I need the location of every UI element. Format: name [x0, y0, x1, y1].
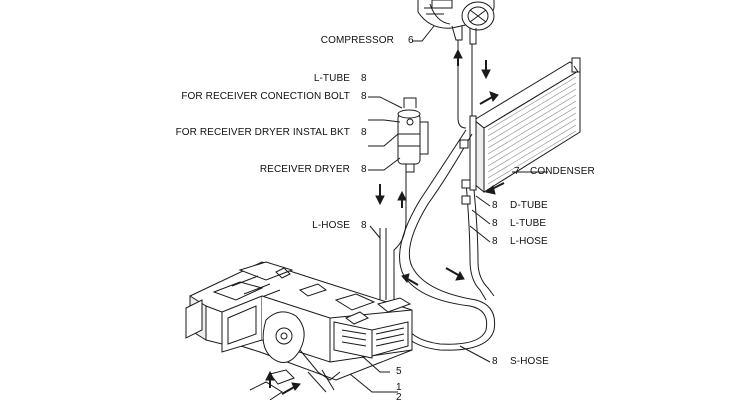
- num-receiver-bkt: 8: [361, 127, 367, 138]
- compressor-leader: [412, 25, 435, 42]
- num-l-tube-right: 8: [492, 218, 498, 229]
- label-receiver-bolt: FOR RECEIVER CONECTION BOLT: [181, 91, 350, 102]
- num-receiver-dryer: 8: [361, 164, 367, 175]
- num-compressor: 6: [408, 35, 414, 46]
- label-l-tube-top: L-TUBE: [313, 73, 350, 84]
- s-hose-line: [399, 129, 488, 345]
- compressor-drawing: [417, 0, 495, 45]
- label-receiver-dryer: RECEIVER DRYER: [259, 164, 350, 175]
- condenser-drawing: [469, 57, 581, 194]
- num-l-tube-top: 8: [361, 73, 367, 84]
- label-receiver-bkt: FOR RECEIVER DRYER INSTAL BKT: [175, 127, 350, 138]
- label-s-hose: S-HOSE: [510, 356, 549, 367]
- label-l-tube-right: L-TUBE: [510, 218, 547, 229]
- evaporator-unit-drawing: [185, 261, 413, 400]
- label-condenser: CONDENSER: [530, 166, 595, 177]
- label-l-hose-right: L-HOSE: [510, 236, 548, 247]
- num-part-2: 2: [396, 392, 402, 403]
- num-part-1: 1: [396, 382, 402, 393]
- num-part-5: 5: [396, 366, 402, 377]
- num-condenser: 7: [514, 166, 520, 177]
- discharge-line: [457, 40, 467, 129]
- num-receiver-bolt: 8: [361, 91, 367, 102]
- num-l-hose-left: 8: [361, 220, 367, 231]
- label-l-hose-left: L-HOSE: [312, 220, 350, 231]
- num-d-tube: 8: [492, 200, 498, 211]
- num-l-hose-right: 8: [492, 236, 498, 247]
- label-compressor: COMPRESSOR: [320, 35, 394, 46]
- label-d-tube: D-TUBE: [510, 200, 548, 211]
- receiver-dryer-drawing: [397, 97, 429, 173]
- suction-line: [469, 44, 473, 125]
- num-s-hose: 8: [492, 356, 498, 367]
